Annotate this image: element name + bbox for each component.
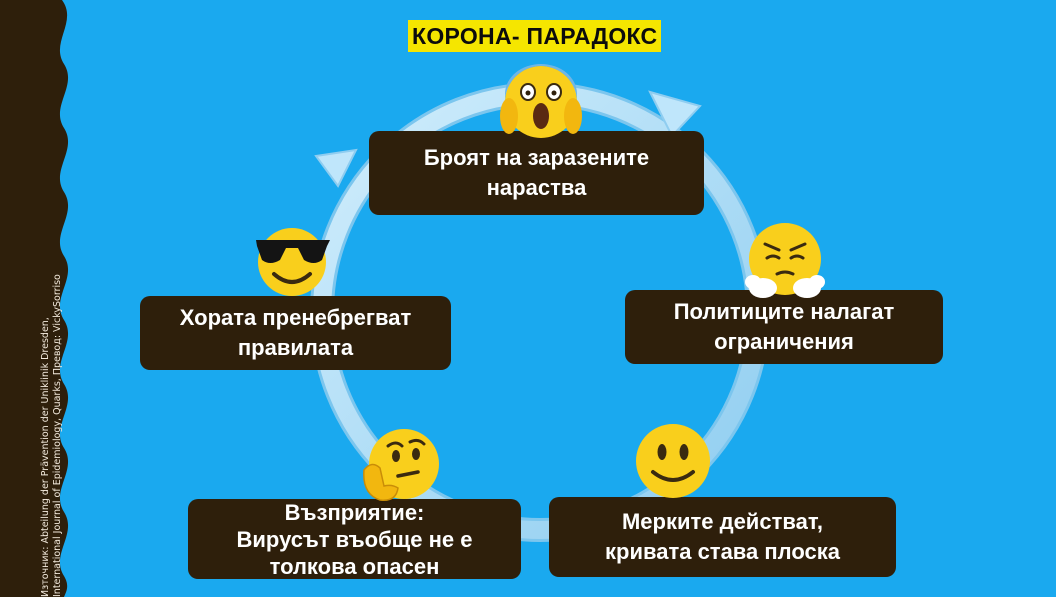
slightly-smiling-face-icon: [636, 424, 710, 498]
wavy-edge: [0, 0, 69, 597]
node-measures-work: Мерките действат, кривата става плоска: [549, 497, 896, 577]
arrowhead-top-left: [314, 148, 358, 188]
node-perception: Възприятие: Вирусът въобще не е толкова …: [188, 499, 521, 579]
face-screaming-in-fear-icon: [500, 64, 582, 138]
node-people-ignore: Хората пренебрегват правилата: [140, 296, 451, 370]
face-with-steam-from-nose-icon: [745, 223, 825, 298]
thinking-face-icon: [363, 429, 439, 501]
arrowhead-top-right: [648, 90, 702, 138]
node-infections-rise: Броят на заразените нараства: [369, 131, 704, 215]
smiling-face-with-sunglasses-icon: [256, 228, 330, 296]
left-wavy-strip: Източник: Abteilung der Prävention der U…: [0, 0, 80, 597]
node-politicians-restrict: Политиците налагат ограничения: [625, 290, 943, 364]
diagram-title: КОРОНА- ПАРАДОКС: [408, 20, 662, 52]
